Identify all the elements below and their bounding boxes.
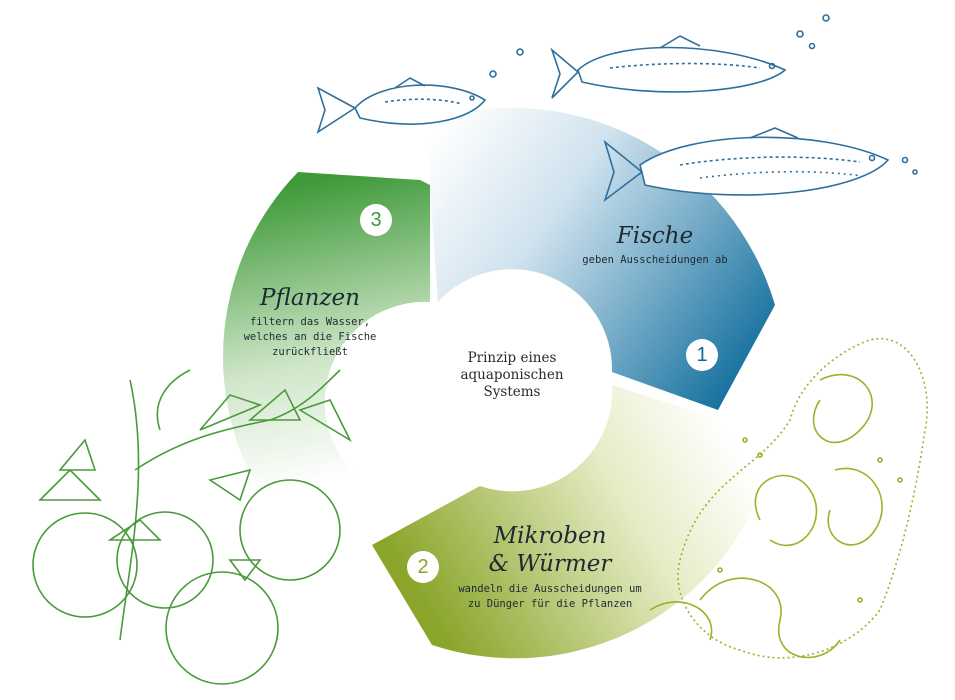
step-1-number-badge: 1 [686,339,718,371]
center-caption: Prinzip eines aquaponischen Systems [432,350,592,401]
step-3-subtitle-line-2: welches an die Fische [225,330,395,345]
center-line-1: Prinzip eines [432,350,592,367]
step-2-subtitle-line-1: wandeln die Ausscheidungen um [445,582,655,597]
step-pflanzen-label: Pflanzen filtern das Wasser, welches an … [225,284,395,360]
center-line-2: aquaponischen [432,367,592,384]
step-3-title: Pflanzen [225,284,395,312]
step-mikroben-label: Mikroben & Würmer wandeln die Ausscheidu… [445,522,655,612]
step-2-title-line-1: Mikroben [445,522,655,550]
center-line-3: Systems [432,384,592,401]
step-3-subtitle-line-1: filtern das Wasser, [225,315,395,330]
step-2-title-line-2: & Würmer [445,550,655,578]
step-1-subtitle: geben Ausscheidungen ab [570,253,740,268]
step-2-subtitle-line-2: zu Dünger für die Pflanzen [445,597,655,612]
step-1-title: Fische [570,222,740,250]
step-3-number-badge: 3 [360,204,392,236]
step-fische-label: Fische geben Ausscheidungen ab [570,222,740,268]
step-3-subtitle-line-3: zurückfließt [225,345,395,360]
step-2-number-badge: 2 [407,551,439,583]
